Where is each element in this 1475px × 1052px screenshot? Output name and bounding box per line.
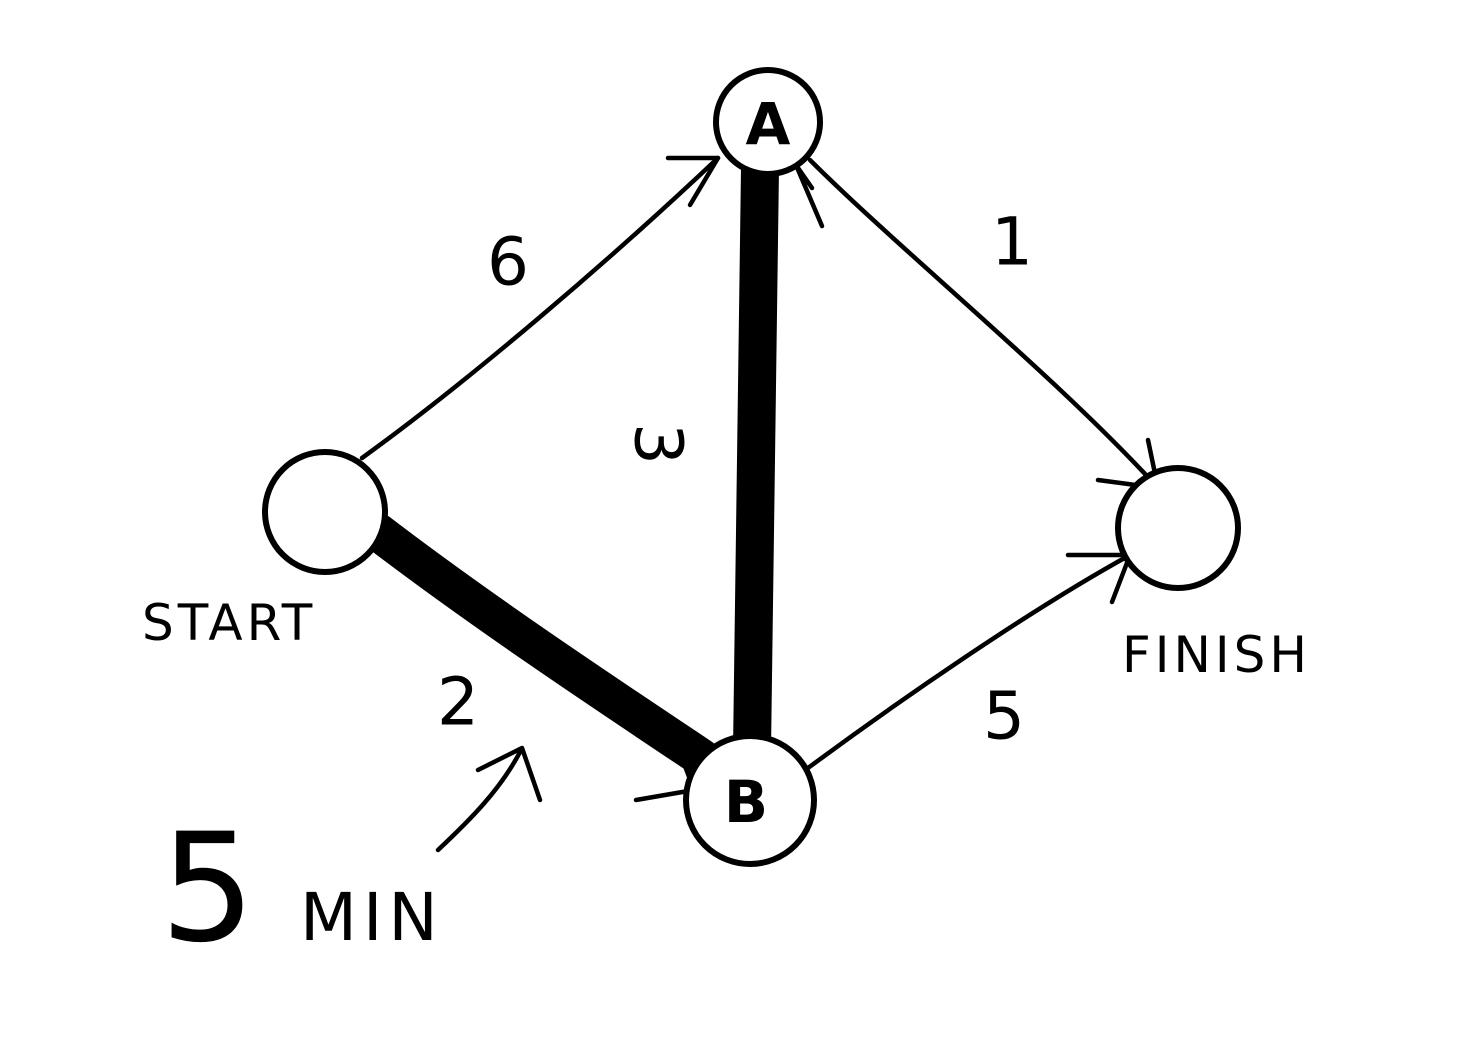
annotation-pointer-arrow — [435, 749, 523, 853]
edge-start-a-weight: 6 — [487, 224, 529, 301]
arrowhead-into-a-from-b — [793, 162, 825, 229]
total-time-unit: MIN — [300, 879, 444, 956]
node-a: A — [713, 67, 823, 177]
edge-a-to-finish — [807, 157, 1161, 491]
node-b-letter: B — [724, 768, 768, 836]
node-b: B — [683, 733, 817, 867]
node-a-letter: A — [746, 90, 791, 158]
edge-a-finish-weight: 1 — [991, 204, 1033, 281]
arrowhead-into-a-from-start — [665, 155, 721, 208]
node-finish-caption: FINISH — [1122, 626, 1311, 684]
edge-b-to-a-highlighted — [733, 149, 779, 769]
node-finish-circle — [1115, 465, 1241, 591]
node-start: START — [142, 449, 388, 652]
node-start-caption: START — [142, 594, 316, 652]
total-time-annotation: 5 MIN — [160, 745, 543, 976]
edge-b-to-finish — [805, 552, 1133, 771]
node-finish: FINISH — [1115, 465, 1311, 684]
edge-start-b-weight: 2 — [437, 664, 479, 741]
total-time-number: 5 — [160, 802, 255, 976]
node-b-circle — [683, 733, 817, 867]
edge-b-a-weight: 3 — [620, 423, 697, 465]
edge-start-to-a — [359, 155, 721, 461]
annotation-pointer-arrowhead — [475, 745, 543, 803]
edge-start-to-b-highlighted — [359, 513, 721, 777]
node-a-circle — [713, 67, 823, 177]
node-start-circle — [262, 449, 388, 575]
edge-b-finish-weight: 5 — [983, 678, 1025, 755]
